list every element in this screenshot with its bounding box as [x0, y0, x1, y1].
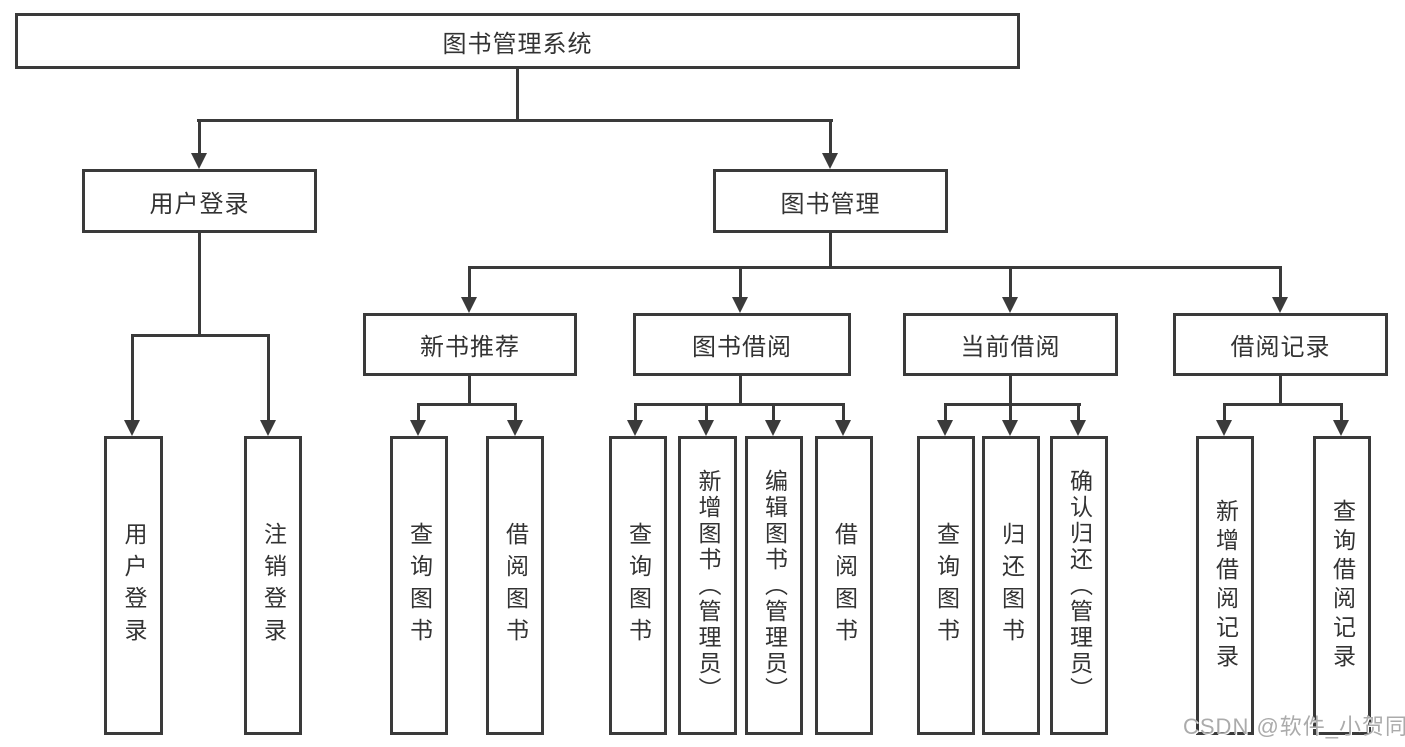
- connector-borrow-record-stem: [1279, 266, 1282, 298]
- node-book-borrow: 图书借阅: [633, 313, 851, 376]
- node-user-login: 用户登录: [82, 169, 317, 233]
- node-book-management-label: 图书管理: [780, 190, 881, 218]
- leaf-return-book: 归还图书: [982, 436, 1040, 735]
- leaf-borrow-books-1-label: 借阅图书: [502, 521, 529, 650]
- leaf-query-borrow-record: 查询借阅记录: [1313, 436, 1371, 735]
- connector-leaf-stem: [705, 403, 708, 421]
- connector-leaf-stem: [1223, 403, 1226, 421]
- leaf-add-book-admin: 新增图书（管理员）: [678, 436, 737, 735]
- connector-new-book-stem: [468, 266, 471, 298]
- connector-root-stem: [516, 68, 519, 120]
- leaf-query-books-2: 查询图书: [609, 436, 667, 735]
- connector-current-borrow-down: [1009, 376, 1012, 406]
- leaf-add-borrow-record-label: 新增借阅记录: [1212, 498, 1239, 673]
- connector-current-borrow-stem: [1009, 266, 1012, 298]
- connector-book-mgmt-rail: [468, 266, 1282, 269]
- connector-borrow-record-down: [1279, 376, 1282, 406]
- leaf-query-books-1-label: 查询图书: [406, 521, 433, 650]
- node-borrow-record: 借阅记录: [1173, 313, 1388, 376]
- connector-leaf-stem: [772, 403, 775, 421]
- leaf-edit-book-admin: 编辑图书（管理员）: [745, 436, 803, 735]
- leaf-query-books-1: 查询图书: [390, 436, 448, 735]
- leaf-borrow-books-1: 借阅图书: [486, 436, 544, 735]
- leaf-query-borrow-record-label: 查询借阅记录: [1329, 498, 1356, 673]
- node-root-library-system: 图书管理系统: [15, 13, 1020, 69]
- leaf-logout: 注销登录: [244, 436, 302, 735]
- arrow-down-icon: [937, 420, 953, 436]
- connector-book-mgmt-stem: [829, 119, 832, 154]
- node-root-label: 图书管理系统: [442, 30, 593, 58]
- connector-book-mgmt-down: [829, 233, 832, 269]
- leaf-edit-book-admin-label: 编辑图书（管理员）: [761, 468, 788, 703]
- leaf-user-login-label: 用户登录: [121, 521, 147, 650]
- connector-leaf-stem: [944, 403, 947, 421]
- connector-borrow-record-rail: [1223, 403, 1343, 406]
- leaf-confirm-return-admin: 确认归还（管理员）: [1050, 436, 1108, 735]
- arrow-down-icon: [507, 420, 523, 436]
- arrow-down-icon: [1002, 420, 1018, 436]
- connector-leaf-stem: [842, 403, 845, 421]
- connector-leaf-stem: [1009, 403, 1012, 421]
- connector-leaf-stem: [417, 403, 420, 421]
- arrow-down-icon: [1333, 420, 1349, 436]
- node-current-borrow: 当前借阅: [903, 313, 1118, 376]
- arrow-down-icon: [461, 297, 477, 313]
- arrow-down-icon: [822, 153, 838, 169]
- leaf-return-book-label: 归还图书: [998, 521, 1025, 650]
- node-current-borrow-label: 当前借阅: [960, 334, 1061, 361]
- connector-new-book-rail: [417, 403, 517, 406]
- connector-leaf-stem: [634, 403, 637, 421]
- connector-book-borrow-rail: [634, 403, 845, 406]
- connector-root-rail: [197, 119, 833, 122]
- connector-user-login-down: [198, 233, 201, 337]
- arrow-down-icon: [1002, 297, 1018, 313]
- arrow-down-icon: [1272, 297, 1288, 313]
- arrow-down-icon: [1216, 420, 1232, 436]
- leaf-borrow-books-2: 借阅图书: [815, 436, 873, 735]
- node-book-management: 图书管理: [713, 169, 948, 233]
- node-borrow-record-label: 借阅记录: [1230, 334, 1331, 361]
- connector-leaf-stem: [267, 334, 270, 420]
- arrow-down-icon: [765, 420, 781, 436]
- leaf-logout-label: 注销登录: [260, 521, 287, 650]
- csdn-watermark: CSDN @软件_小贺同学: [1183, 714, 1405, 739]
- node-user-login-label: 用户登录: [149, 190, 250, 218]
- arrow-down-icon: [835, 420, 851, 436]
- node-book-borrow-label: 图书借阅: [692, 334, 792, 361]
- connector-book-borrow-stem: [739, 266, 742, 298]
- leaf-user-login: 用户登录: [104, 436, 163, 735]
- connector-leaf-stem: [131, 334, 134, 420]
- node-new-book-recommend: 新书推荐: [363, 313, 577, 376]
- leaf-confirm-return-admin-label: 确认归还（管理员）: [1066, 468, 1093, 703]
- arrow-down-icon: [732, 297, 748, 313]
- leaf-borrow-books-2-label: 借阅图书: [831, 521, 858, 650]
- connector-book-borrow-down: [739, 376, 742, 406]
- leaf-add-borrow-record: 新增借阅记录: [1196, 436, 1254, 735]
- arrow-down-icon: [260, 420, 276, 436]
- leaf-add-book-admin-label: 新增图书（管理员）: [695, 468, 721, 703]
- node-new-book-recommend-label: 新书推荐: [420, 334, 520, 361]
- connector-leaf-stem: [514, 403, 517, 421]
- connector-new-book-down: [468, 376, 471, 406]
- connector-current-borrow-rail: [944, 403, 1081, 406]
- connector-leaf-stem: [1077, 403, 1080, 421]
- leaf-query-books-3: 查询图书: [917, 436, 975, 735]
- arrow-down-icon: [191, 153, 207, 169]
- connector-user-login-stem: [198, 119, 201, 154]
- arrow-down-icon: [410, 420, 426, 436]
- arrow-down-icon: [627, 420, 643, 436]
- arrow-down-icon: [698, 420, 714, 436]
- arrow-down-icon: [1070, 420, 1086, 436]
- leaf-query-books-3-label: 查询图书: [933, 521, 960, 650]
- connector-leaf-stem: [1340, 403, 1343, 421]
- leaf-query-books-2-label: 查询图书: [625, 521, 652, 650]
- arrow-down-icon: [124, 420, 140, 436]
- connector-user-login-rail: [131, 334, 270, 337]
